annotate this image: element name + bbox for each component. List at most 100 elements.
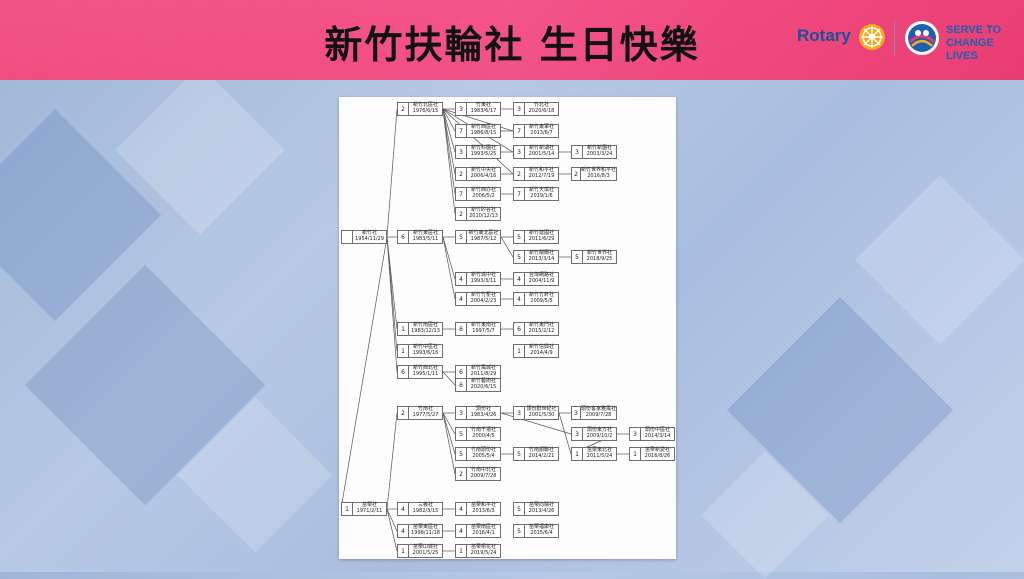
- club-charter-date: 2012/7/19: [528, 173, 555, 179]
- tree-connector-line: [442, 108, 456, 195]
- club-charter-date: 1987/5/12: [470, 236, 497, 242]
- club-name: 新竹信興社: [528, 344, 554, 351]
- club-district-number: 5: [514, 503, 525, 515]
- club-charter-date: 2001/5/14: [528, 151, 555, 157]
- club-charter-date: 2006/5/2: [472, 193, 495, 199]
- club-name: 頭份群世紀社: [526, 406, 557, 413]
- club-name: 新竹天琪社: [528, 187, 554, 194]
- tree-connector-line: [386, 412, 398, 510]
- club-name: 新竹西亦社: [470, 187, 496, 194]
- club-charter-date: 1983/6/17: [470, 108, 497, 114]
- club-charter-date: 1983/4/26: [470, 412, 497, 418]
- club-charter-date: 1995/1/11: [412, 371, 439, 377]
- club-district-number: 4: [456, 293, 467, 305]
- club-district-number: 5: [514, 231, 525, 243]
- club-charter-date: 1976/6/15: [412, 108, 439, 114]
- club-district-number: 2: [398, 407, 409, 419]
- tree-connector-line: [442, 236, 456, 300]
- club-name: 新竹新園社: [586, 145, 612, 152]
- club-name: 苗栗桐花社: [470, 544, 496, 551]
- page-title: 新竹扶輪社 生日快樂: [324, 23, 700, 67]
- club-name: 頭份客家雅風社: [580, 406, 616, 413]
- tree-connector-line: [386, 108, 398, 238]
- club-district-number: 3: [456, 146, 467, 158]
- club-district-number: 5: [456, 448, 467, 460]
- tree-connector-line: [500, 236, 514, 258]
- club-name: 新竹東南社: [470, 322, 496, 329]
- club-district-number: 3: [572, 407, 581, 419]
- serve-tagline: SERVE TO CHANGE LIVES: [946, 24, 1024, 63]
- club-charter-date: 2000/4/5: [472, 433, 495, 439]
- tree-connector-line: [442, 108, 514, 175]
- club-charter-date: 2016/4/1: [472, 530, 495, 536]
- club-charter-date: 2003/3/24: [586, 151, 613, 157]
- club-charter-date: 2016/8/3: [587, 173, 610, 179]
- club-district-number: 4: [514, 273, 525, 285]
- club-district-number: 4: [398, 525, 409, 537]
- club-charter-date: 2001/5/25: [412, 550, 439, 556]
- club-district-number: 7: [456, 125, 467, 137]
- club-charter-date: 2020/6/15: [470, 384, 497, 390]
- club-district-number: [342, 231, 353, 243]
- club-district-number: 2: [572, 168, 581, 180]
- tree-connector-line: [442, 108, 514, 132]
- club-district-number: 4: [456, 525, 467, 537]
- club-name: 新竹東區社: [412, 230, 438, 237]
- tree-connector-line: [500, 412, 572, 435]
- tree-connector-line: [386, 236, 398, 373]
- serve-line-2: CHANGE LIVES: [946, 37, 994, 62]
- club-name: 新竹社: [361, 230, 377, 237]
- club-district-number: 7: [514, 188, 525, 200]
- club-name: 竹南千禧社: [470, 427, 496, 434]
- club-district-number: 4: [456, 503, 467, 515]
- club-district-number: 1: [514, 345, 525, 357]
- club-charter-date: 2004/11/9: [528, 278, 555, 284]
- club-name: 新竹藝術社: [470, 378, 496, 385]
- club-name: 苗栗福康社: [528, 524, 554, 531]
- club-charter-date: 2009/5/5: [530, 298, 553, 304]
- club-name: 新竹西區社: [470, 124, 496, 131]
- club-name: 新竹科園社: [470, 145, 496, 152]
- club-district-number: 4: [456, 273, 467, 285]
- tree-connector-line: [442, 108, 456, 153]
